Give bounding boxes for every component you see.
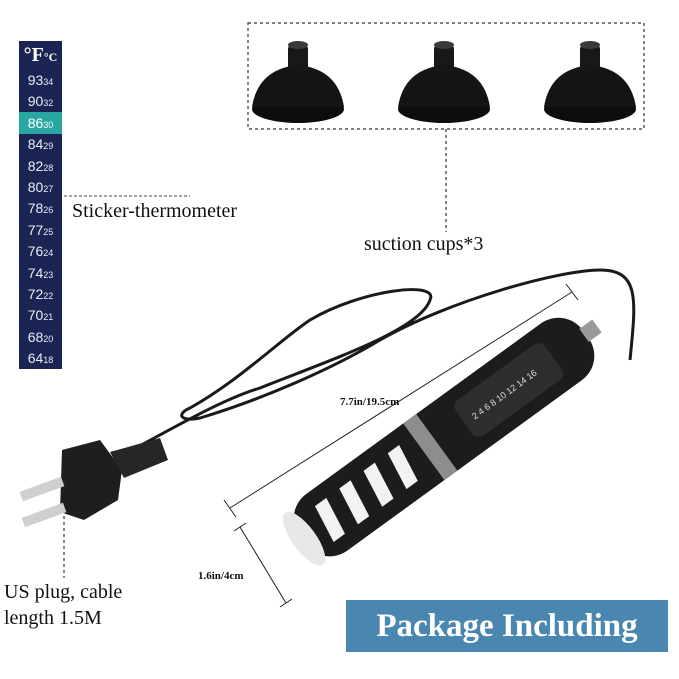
- suction-cup-icon: [398, 41, 490, 123]
- thermometer-c-value: 24: [43, 248, 54, 259]
- thermometer-c-value: 18: [43, 355, 54, 366]
- thermometer-row: 9334: [19, 69, 62, 91]
- thermometer-f-value: 93: [27, 72, 44, 88]
- suction-cups-box: [247, 22, 645, 130]
- thermometer-header-f: °F: [23, 44, 44, 66]
- suction-cups: [252, 41, 636, 123]
- thermometer-header-c: °C: [43, 50, 58, 64]
- package-including-badge: Package Including: [346, 600, 668, 652]
- us-plug-icon: [19, 438, 168, 528]
- thermometer-row: 8630: [19, 111, 62, 134]
- length-dimension-line: [229, 291, 573, 509]
- thermometer-label: Sticker-thermometer: [72, 200, 238, 222]
- thermometer-f-value: 90: [27, 93, 44, 110]
- thermometer-row: 6418: [19, 347, 62, 369]
- thermometer-c-value: 32: [43, 98, 54, 109]
- thermometer-c-value: 28: [43, 162, 54, 173]
- thermometer-c-value: 27: [43, 184, 54, 194]
- thermometer-f-value: 72: [27, 286, 44, 302]
- thermometer-f-value: 77: [27, 221, 44, 238]
- thermometer-c-value: 23: [43, 269, 54, 280]
- thermometer-f-value: 78: [27, 200, 44, 217]
- thermometer-c-value: 25: [43, 226, 54, 237]
- plug-label-line2: length 1.5M: [4, 607, 102, 629]
- thermometer-f-value: 84: [27, 136, 44, 153]
- diameter-dimension-line: [239, 526, 287, 604]
- thermometer-row: 7021: [19, 304, 62, 326]
- thermometer-c-value: 34: [43, 77, 54, 87]
- thermometer-f-value: 86: [27, 114, 44, 131]
- suction-cups-label: suction cups*3: [364, 233, 484, 255]
- thermometer-f-value: 70: [27, 307, 44, 324]
- thermometer-c-value: 30: [43, 119, 54, 130]
- thermometer-row: 7826: [19, 197, 62, 219]
- thermometer-row: 8027: [19, 176, 62, 198]
- thermometer-header: °F°C: [19, 41, 62, 69]
- thermometer-c-value: 26: [43, 205, 54, 216]
- thermometer-f-value: 82: [27, 157, 44, 174]
- thermometer-f-value: 80: [27, 179, 44, 195]
- thermometer-f-value: 64: [27, 350, 44, 367]
- plug-label-line1: US plug, cable: [4, 581, 123, 603]
- thermometer-c-value: 22: [43, 291, 54, 301]
- thermometer-row: 7423: [19, 262, 62, 284]
- thermometer-f-value: 68: [27, 328, 44, 345]
- diameter-label: 1.6in/4cm: [198, 570, 244, 582]
- thermometer-f-value: 74: [27, 264, 44, 281]
- thermometer-row: 7624: [19, 240, 62, 262]
- sticker-thermometer: [19, 41, 62, 369]
- length-label: 7.7in/19.5cm: [340, 396, 400, 408]
- thermometer-c-value: 20: [43, 333, 54, 344]
- thermometer-row: 6820: [19, 326, 62, 348]
- thermometer-row: 9032: [19, 90, 62, 112]
- thermometer-row: 7222: [19, 283, 62, 305]
- thermometer-f-value: 76: [27, 243, 44, 260]
- thermometer-c-value: 21: [43, 312, 54, 323]
- suction-cup-icon: [252, 41, 344, 123]
- thermometer-row: 8228: [19, 155, 62, 177]
- power-cable: [109, 268, 636, 464]
- thermometer-row: 7725: [19, 219, 62, 241]
- thermometer-c-value: 29: [43, 141, 54, 152]
- thermometer-row: 8429: [19, 133, 62, 155]
- suction-cup-icon: [544, 41, 636, 123]
- heater-body: 2 4 6 8 10 12 14 16: [282, 317, 602, 566]
